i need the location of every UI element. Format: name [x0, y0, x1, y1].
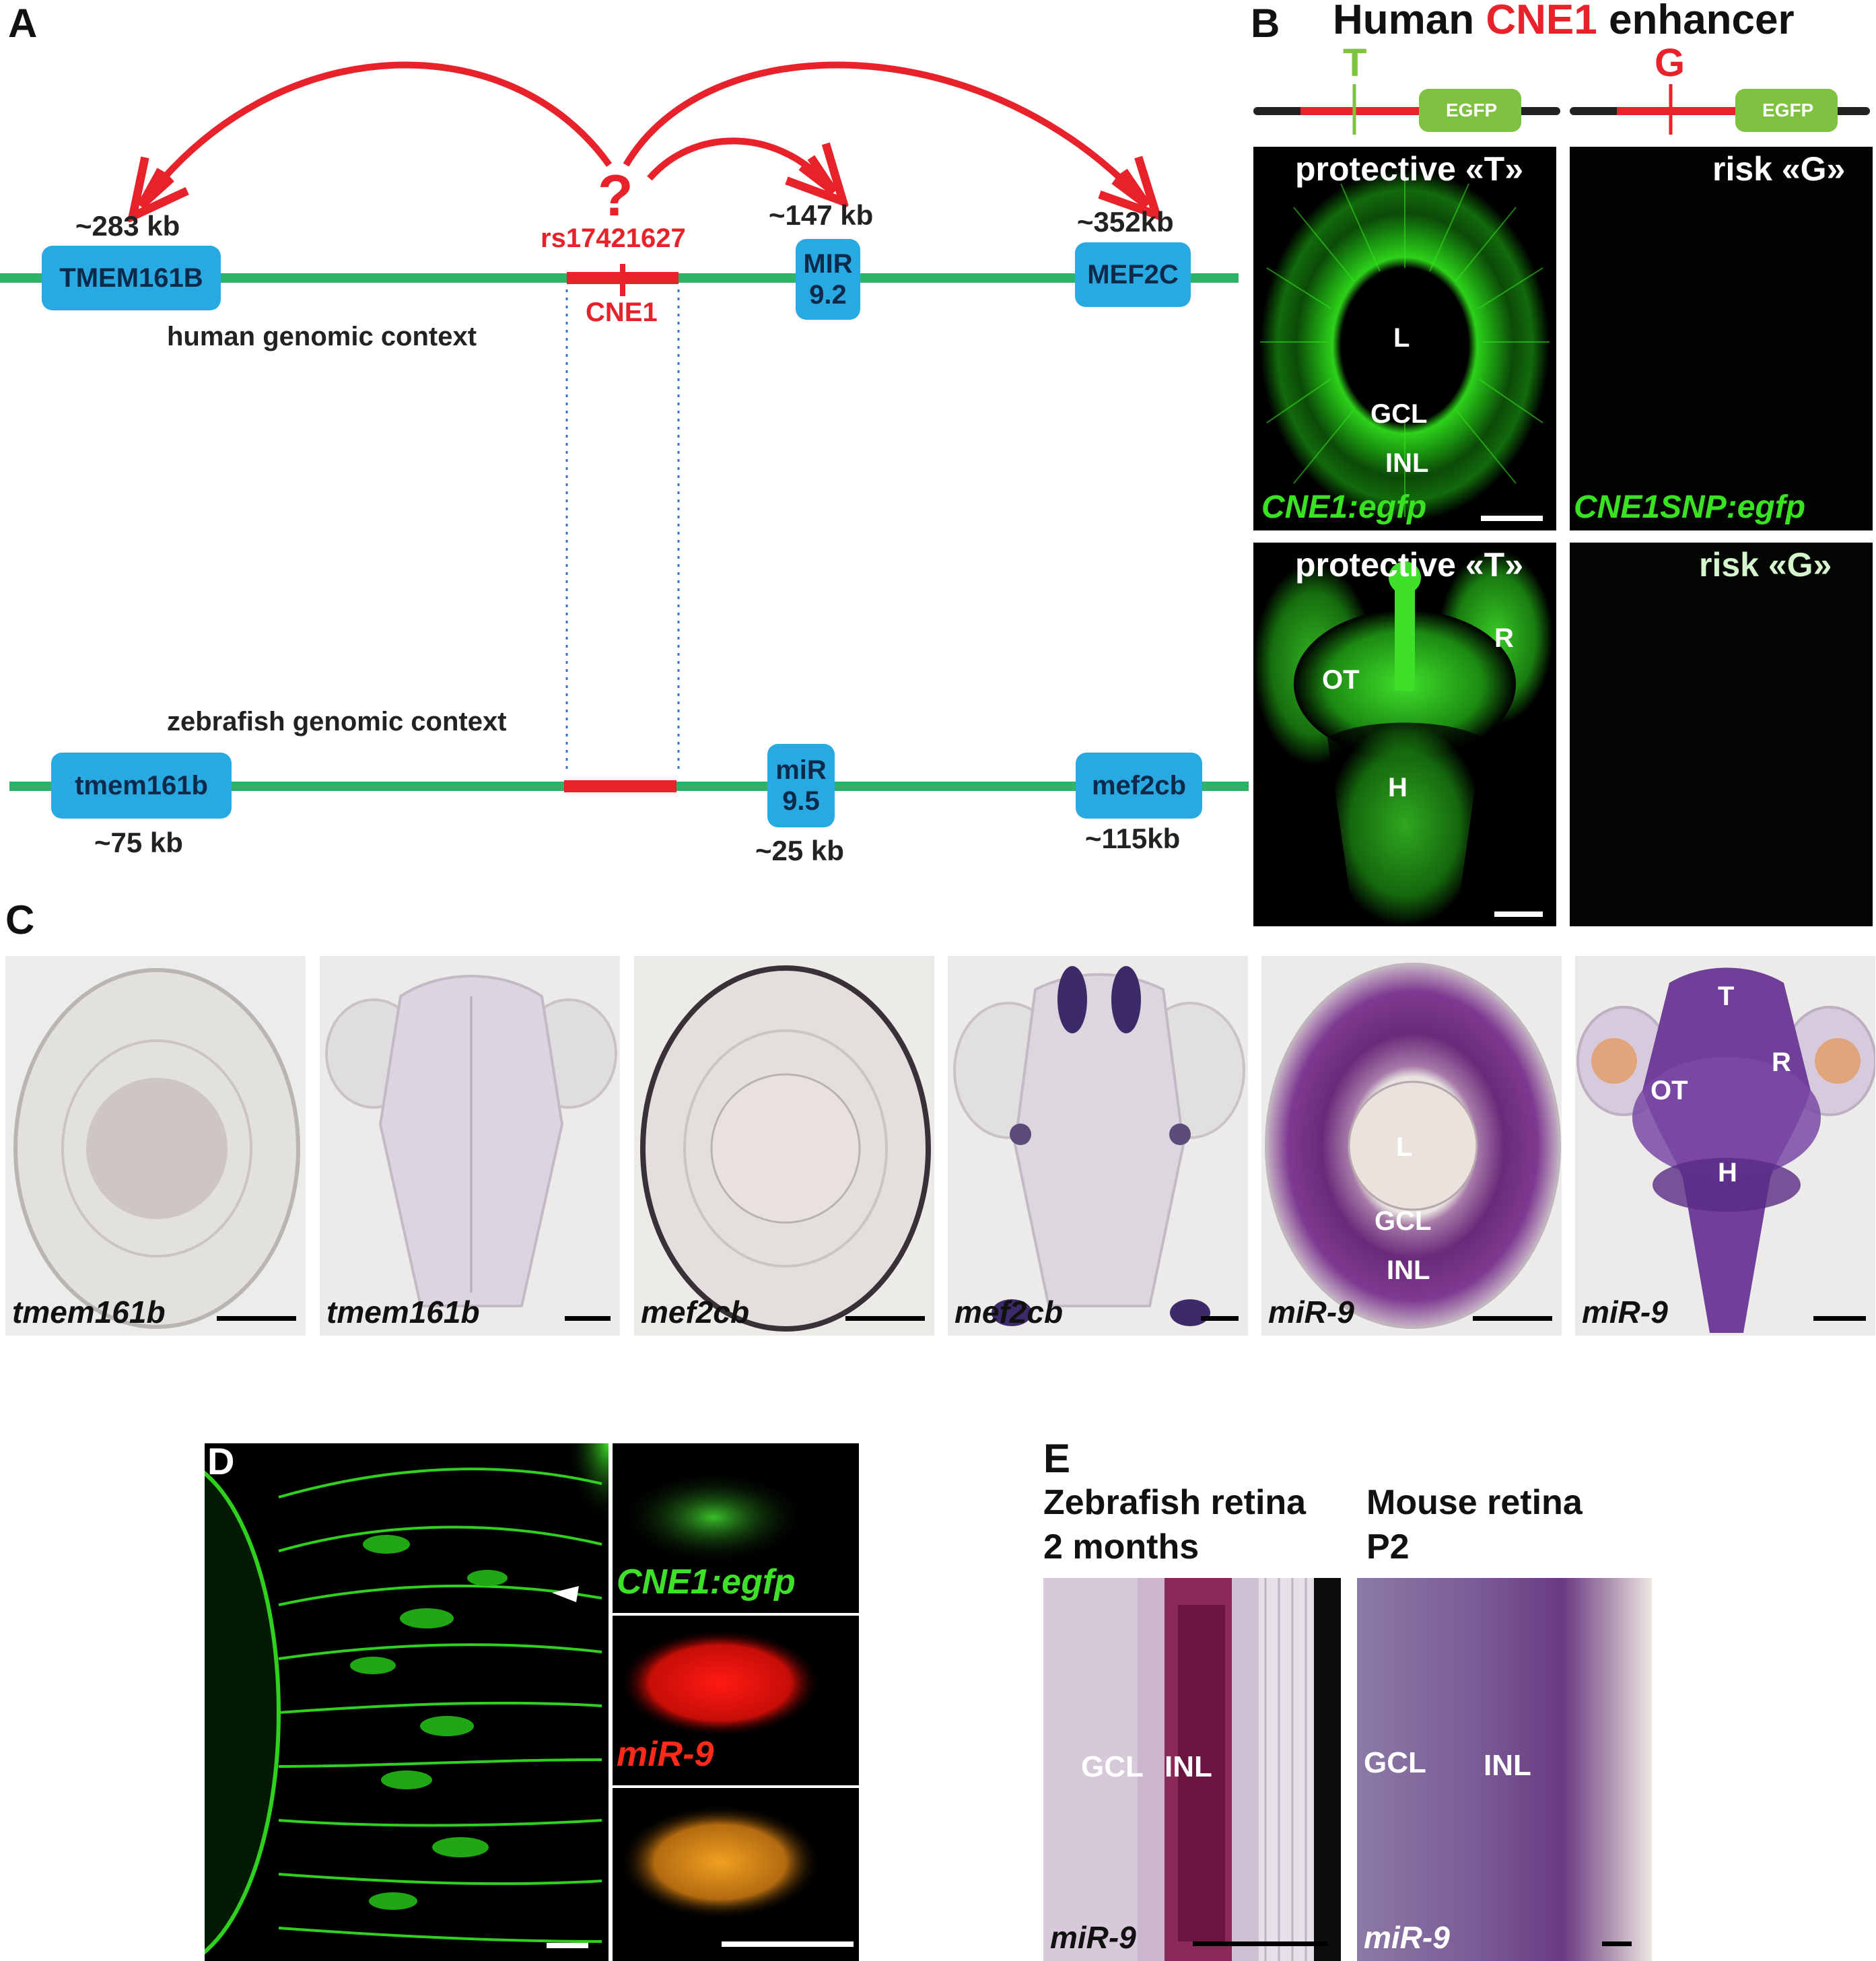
zebrafish-context-label: zebrafish genomic context: [167, 707, 507, 736]
inl-label: INL: [1385, 448, 1429, 478]
scale-bar: [845, 1316, 925, 1321]
retina-protective-image: protective «T» L GCL INL CNE1:egfp: [1253, 147, 1556, 530]
cne1-label: CNE1: [586, 298, 658, 327]
caption-mir9-zebrafish: miR-9: [1050, 1920, 1136, 1955]
allele-g: G: [1655, 41, 1686, 85]
tmem161b-zf-distance: ~75 kb: [94, 827, 183, 858]
mouse-retina-title: Mouse retina: [1366, 1483, 1583, 1522]
caption-tmem161b: tmem161b: [12, 1295, 166, 1330]
gcl-label-e-mouse: GCL: [1364, 1746, 1426, 1779]
transgene-protective-label: CNE1:egfp: [1261, 489, 1427, 525]
panel-b-label: B: [1251, 1, 1280, 46]
cell-mir9-image: miR-9: [613, 1616, 859, 1785]
telencephalon-label: T: [1718, 982, 1735, 1011]
mef2c-distance: ~352kb: [1077, 206, 1174, 238]
arc-to-mef2c: [623, 61, 1138, 195]
retina-r-label: R: [1494, 623, 1514, 653]
retina-risk-image: risk «G» CNE1SNP:egfp: [1570, 147, 1873, 530]
question-mark: ?: [598, 164, 633, 228]
optic-tectum-label-c: OT: [1651, 1076, 1688, 1105]
mir9-channel-label: miR-9: [617, 1735, 714, 1774]
mouse-p2-retina-ish: GCL INL miR-9: [1357, 1578, 1652, 1961]
ish-mir9-retina: L GCL INL miR-9: [1261, 956, 1562, 1336]
egfp-channel-label: CNE1:egfp: [617, 1562, 796, 1602]
ish-tmem161b-brain: tmem161b: [320, 956, 620, 1336]
lens-label: L: [1393, 323, 1410, 353]
ish-mef2cb-brain: mef2cb: [948, 956, 1248, 1336]
risk-label-brain: risk «G»: [1699, 546, 1832, 584]
zebrafish-retina-age: 2 months: [1043, 1527, 1200, 1567]
retina-egfp-confocal: D: [205, 1443, 609, 1961]
zebrafish-adult-retina-ish: GCL INL miR-9: [1043, 1578, 1341, 1961]
mouse-retina-age: P2: [1366, 1527, 1410, 1567]
brain-risk-image: risk «G»: [1570, 543, 1873, 926]
hindbrain-label: H: [1388, 773, 1408, 802]
panel-e-label: E: [1043, 1436, 1071, 1481]
hindbrain-label-c: H: [1718, 1158, 1737, 1188]
protective-label-retina: protective «T»: [1295, 150, 1524, 188]
arc-to-mir: [647, 137, 825, 182]
inl-label-c: INL: [1387, 1255, 1430, 1285]
brain-protective-image: protective «T» R OT H: [1253, 543, 1556, 926]
protective-label-brain: protective «T»: [1295, 546, 1524, 584]
panel-c-label: C: [5, 897, 35, 942]
mef2cb-distance: ~115kb: [1085, 823, 1181, 854]
mir92-distance: ~147 kb: [769, 199, 874, 231]
panel-d-label: D: [207, 1443, 235, 1482]
caption-mef2cb-brain: mef2cb: [954, 1295, 1064, 1330]
tmem161b-distance: ~283 kb: [75, 210, 180, 242]
gene-mir-9-5: miR 9.5: [767, 744, 835, 827]
ish-mir9-brain: T R OT H miR-9: [1575, 956, 1875, 1336]
scale-bar: [1193, 1941, 1327, 1946]
caption-mef2cb: mef2cb: [641, 1295, 750, 1330]
gcl-label-e-zebrafish: GCL: [1081, 1750, 1144, 1783]
transgene-risk-label: CNE1SNP:egfp: [1574, 489, 1806, 525]
scale-bar: [1481, 516, 1543, 521]
snp-label: rs17421627: [541, 223, 686, 253]
caption-mir9: miR-9: [1268, 1295, 1354, 1330]
lens-label-c: L: [1396, 1132, 1413, 1162]
retina-label-c: R: [1772, 1047, 1791, 1077]
ish-mef2cb-retina: mef2cb: [634, 956, 934, 1336]
zebrafish-retina-title: Zebrafish retina: [1043, 1483, 1307, 1522]
mir95-distance: ~25 kb: [755, 835, 844, 866]
scale-bar: [1494, 911, 1543, 917]
gene-tmem161b-zebrafish: tmem161b: [51, 753, 232, 819]
optic-tectum-label: OT: [1322, 665, 1360, 695]
gene-mir-9-2: MIR 9.2: [796, 239, 860, 320]
human-context-label: human genomic context: [167, 322, 477, 351]
ish-tmem161b-retina: tmem161b: [5, 956, 306, 1336]
egfp-box-label-protective: EGFP: [1446, 100, 1498, 121]
risk-label-retina: risk «G»: [1712, 150, 1846, 188]
caption-tmem161b-brain: tmem161b: [326, 1295, 480, 1330]
scale-bar: [1201, 1316, 1239, 1321]
cell-egfp-image: CNE1:egfp: [613, 1443, 859, 1613]
panel-b-title: Human CNE1 enhancer: [1333, 0, 1795, 43]
scale-bar: [1602, 1941, 1632, 1946]
cell-merge-image: [613, 1788, 859, 1961]
scale-bar: [1813, 1316, 1866, 1321]
inl-label-e-mouse: INL: [1484, 1749, 1531, 1782]
caption-mir9-brain: miR-9: [1582, 1295, 1668, 1330]
egfp-box-label-risk: EGFP: [1762, 100, 1814, 121]
caption-mir9-mouse: miR-9: [1364, 1920, 1450, 1955]
gene-mef2c: MEF2C: [1075, 242, 1191, 307]
allele-t: T: [1343, 41, 1367, 85]
scale-bar: [565, 1316, 611, 1321]
gcl-label-c: GCL: [1375, 1206, 1432, 1236]
gene-tmem161b: TMEM161B: [42, 246, 221, 310]
scale-bar: [217, 1316, 296, 1321]
scale-bar: [1473, 1316, 1552, 1321]
arc-to-tmem161b: [149, 61, 613, 195]
enhancer-constructs: [1253, 84, 1870, 135]
gcl-label: GCL: [1370, 399, 1428, 429]
panel-a-label: A: [8, 1, 38, 46]
inl-label-e-zebrafish: INL: [1165, 1750, 1212, 1783]
gene-mef2cb: mef2cb: [1076, 753, 1202, 819]
